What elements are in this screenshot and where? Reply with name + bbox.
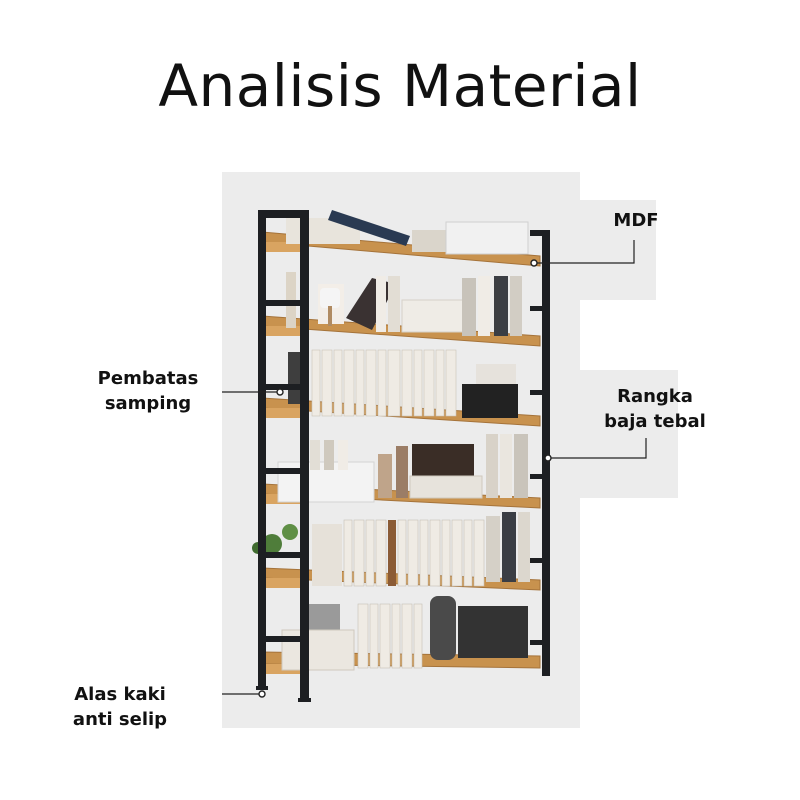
label-rangka-line1: Rangka [617, 386, 693, 407]
back-top-rail [530, 230, 550, 236]
callout-dot-alas [258, 690, 266, 698]
shelf-front-2 [262, 326, 308, 336]
callout-dot-mdf [530, 259, 538, 267]
label-panel-mdf [580, 200, 656, 300]
callout-dot-rangka [544, 454, 552, 462]
label-rangka-baja: Rangka baja tebal [588, 384, 722, 434]
shelf-front-5 [262, 578, 308, 588]
callout-line-mdf [534, 240, 635, 264]
label-rangka-line2: baja tebal [604, 411, 706, 432]
label-pembatas-line2: samping [104, 393, 192, 414]
back-right-post [542, 230, 550, 676]
top-rail [258, 210, 309, 218]
callout-line-rangka [548, 438, 647, 459]
bookshelf [252, 210, 550, 702]
label-alas-line2: anti selip [72, 709, 168, 730]
front-left-post [258, 214, 266, 688]
label-alas-line1: Alas kaki [74, 684, 166, 705]
label-mdf-text: MDF [613, 210, 659, 231]
label-pembatas-samping: Pembatas samping [78, 366, 218, 416]
shelf-front-3 [262, 408, 308, 418]
label-panel-rangka [580, 370, 678, 498]
label-mdf: MDF [586, 208, 686, 233]
page-title: Analisis Material [158, 52, 642, 120]
callout-dots [258, 259, 552, 698]
front-right-post [300, 210, 309, 700]
callouts [222, 240, 647, 695]
label-alas-kaki: Alas kaki anti selip [50, 682, 190, 732]
books [252, 210, 530, 671]
callout-dot-pembatas [276, 388, 284, 396]
label-pembatas-line1: Pembatas [97, 368, 199, 389]
steel-frame [256, 210, 550, 702]
shelf-front-1 [262, 242, 308, 252]
